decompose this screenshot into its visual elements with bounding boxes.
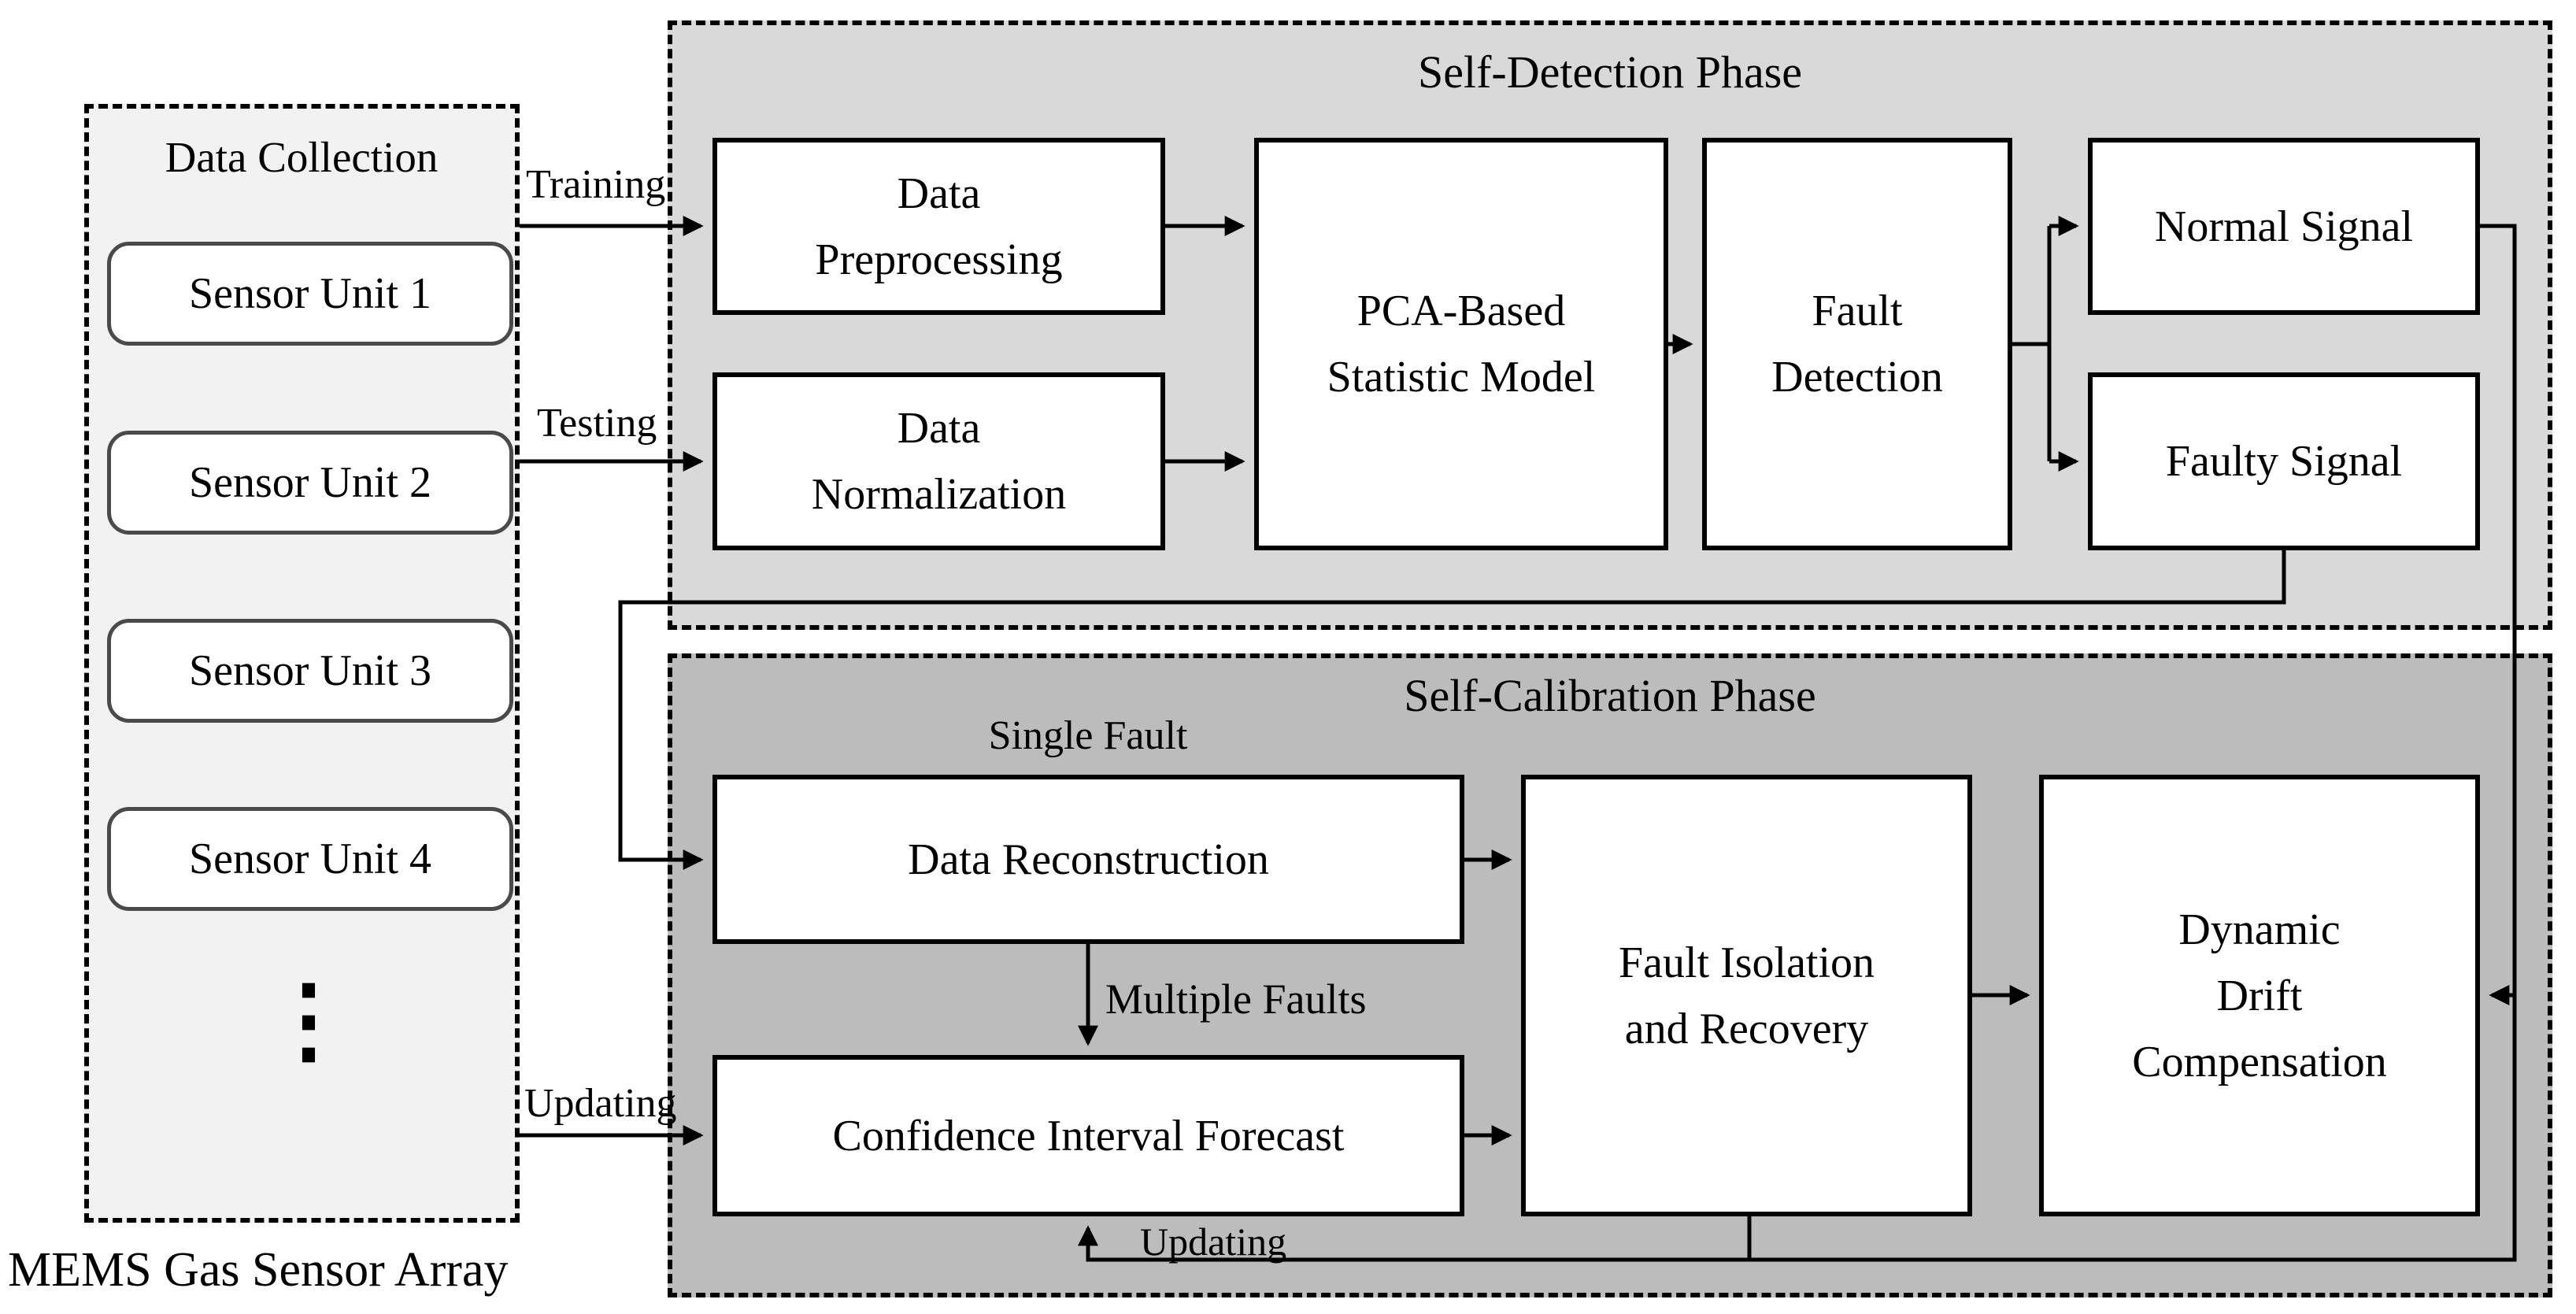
sensor-unit-3-box: Sensor Unit 3 [107,619,513,723]
sensor-unit-1-box: Sensor Unit 1 [107,242,513,346]
edge-faulty-to-reconstruction [618,550,2286,870]
sensor-unit-2-box: Sensor Unit 2 [107,431,513,535]
faulty-signal-box: Faulty Signal [2088,372,2480,550]
multiple-faults-edge-label: Multiple Faults [1105,975,1367,1023]
testing-edge-label: Testing [537,401,657,446]
pca-statistic-model-box: PCA-Based Statistic Model [1254,138,1668,550]
updating-feedback-edge-label: Updating [1140,1220,1287,1264]
data-reconstruction-box: Data Reconstruction [712,775,1464,944]
edge-normal-feedback-loop [1078,224,2517,1262]
mems-array-caption: MEMS Gas Sensor Array [8,1243,509,1297]
self-detection-title: Self-Detection Phase [1417,46,1803,98]
sensor-unit-4-box: Sensor Unit 4 [107,807,513,911]
updating-in-edge-label: Updating [524,1081,677,1126]
self-calibration-title: Self-Calibration Phase [1404,670,1816,721]
data-collection-title: Data Collection [165,133,439,181]
fault-isolation-recovery-box: Fault Isolation and Recovery [1521,775,1972,1216]
confidence-interval-forecast-box: Confidence Interval Forecast [712,1055,1464,1216]
data-preprocessing-box: Data Preprocessing [712,138,1165,315]
single-fault-edge-label: Single Fault [988,713,1188,758]
edge-faultdetection-split [2012,226,2052,461]
fault-detection-box: Fault Detection [1702,138,2012,550]
more-units-ellipsis-icon: ⋮ [261,968,356,1072]
training-edge-label: Training [526,162,666,207]
data-normalization-box: Data Normalization [712,372,1165,550]
normal-signal-box: Normal Signal [2088,138,2480,315]
dynamic-drift-compensation-box: Dynamic Drift Compensation [2039,775,2480,1216]
